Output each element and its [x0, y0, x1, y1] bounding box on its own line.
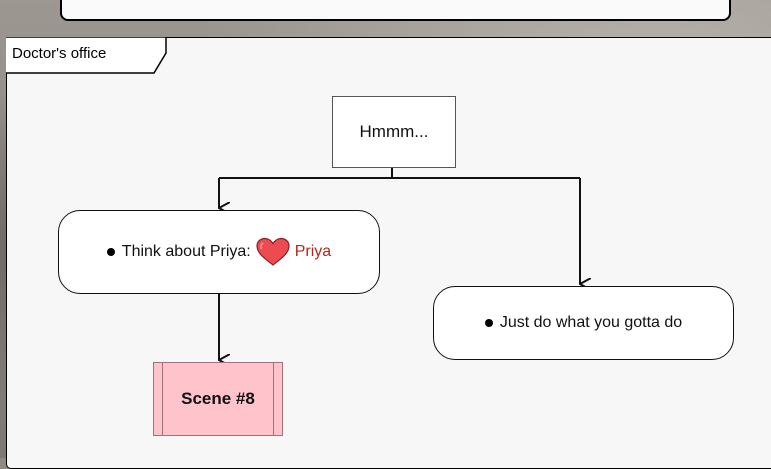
choice-think-about-priya[interactable]: Think about Priya: Priya — [58, 210, 380, 294]
heart-icon — [256, 237, 290, 266]
connector-prompt-to-choices — [218, 168, 580, 284]
prompt-box: Hmmm... — [332, 96, 456, 168]
relationship-label: Priya — [294, 243, 332, 260]
choice-label: Think about Priya: — [121, 243, 251, 260]
bullet-icon — [106, 248, 115, 256]
top-panel — [60, 0, 731, 21]
choice-just-do-it[interactable]: Just do what you gotta do — [433, 286, 734, 360]
bullet-icon — [484, 319, 493, 327]
scene-node[interactable]: Scene #8 — [153, 362, 283, 436]
frame-title: Doctor's office — [12, 45, 107, 62]
flow-connectors — [218, 168, 771, 458]
choice-label: Just do what you gotta do — [499, 314, 683, 331]
frame-title-tab — [6, 37, 167, 74]
